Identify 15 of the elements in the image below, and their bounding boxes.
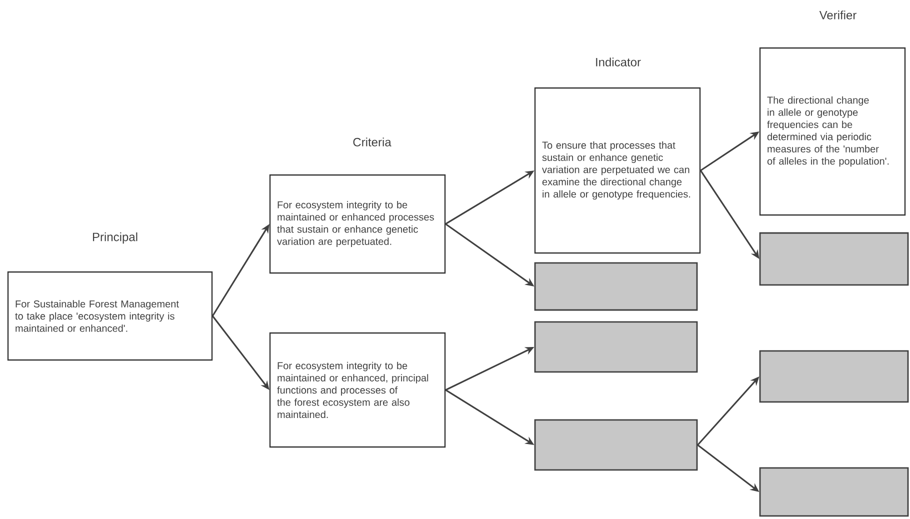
- hatched-box: [534, 419, 698, 471]
- text-box: For Sustainable Forest Management to take place 'ecosystem integrity is maintained or enhanced'.: [7, 271, 213, 361]
- column-heading: Criteria: [353, 138, 392, 146]
- text-box: For ecosystem integrity to be maintained or enhanced, principal functions and processes of the forest ecosystem are also maintained.: [269, 332, 446, 448]
- hatched-box: [759, 232, 909, 286]
- column-heading: Principal: [93, 232, 138, 244]
- hatched-box: [759, 467, 909, 517]
- text-box: The directional change in allele or genotype frequencies can be determined via periodic measures of the 'number of alleles in the population'.: [759, 47, 906, 216]
- hatched-box: [534, 262, 698, 311]
- text-box: For ecosystem integrity to be maintained or enhanced processes that sustain or enhance genetic variation are perpetuated.: [269, 174, 446, 274]
- column-heading: Verifier: [819, 10, 856, 20]
- hatched-box: [534, 321, 698, 373]
- hatched-box: [759, 350, 909, 403]
- text-box: To ensure that processes that sustain or enhance genetic variation are perpetuated we can examine the directional change in allele or genotype frequencies.: [534, 87, 701, 254]
- column-heading: Indicator: [596, 58, 641, 66]
